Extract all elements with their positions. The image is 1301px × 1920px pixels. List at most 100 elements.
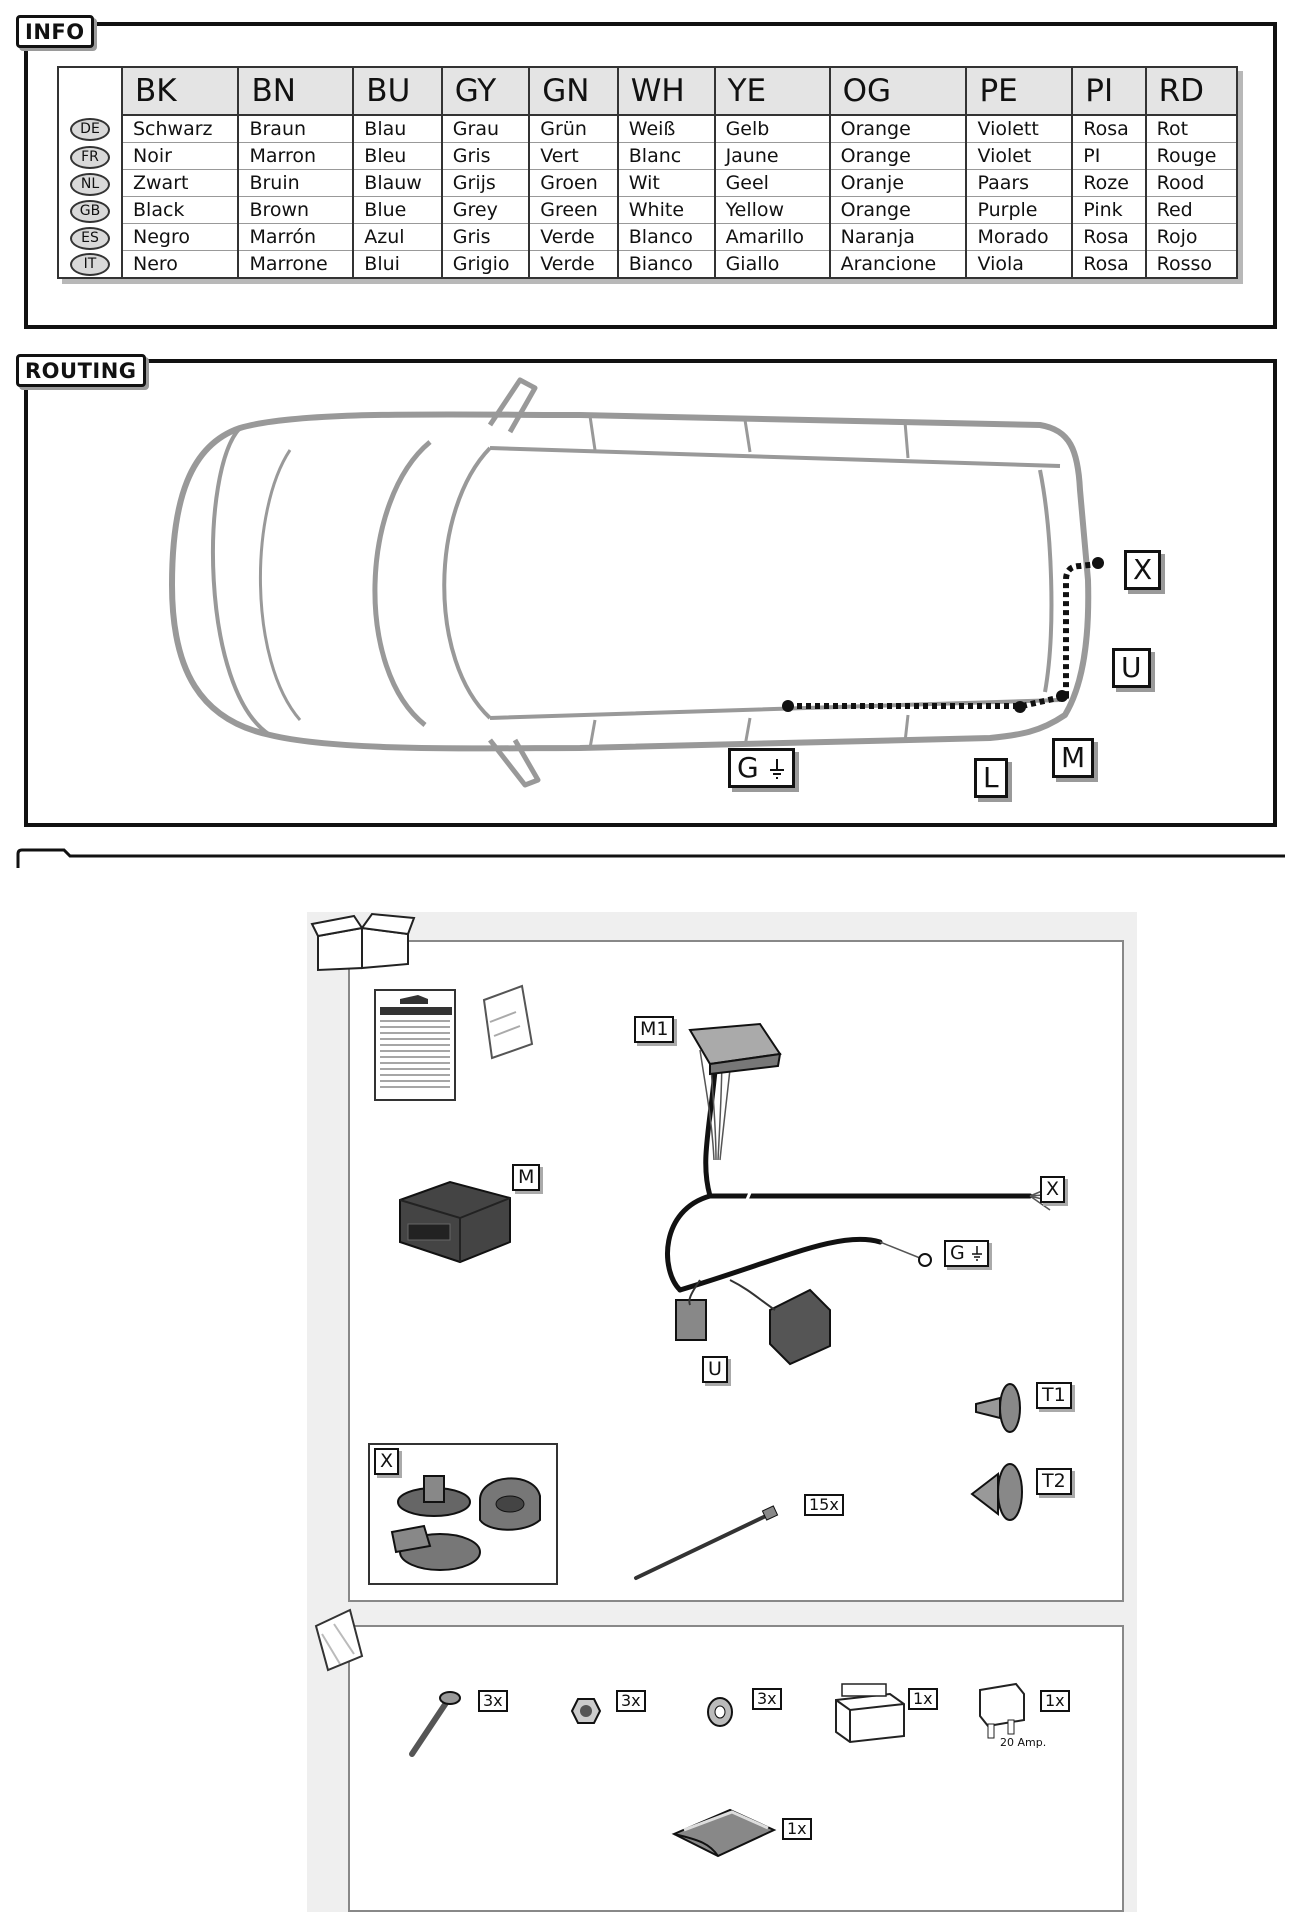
car-routing-diagram (169, 377, 1104, 788)
routing-frame (24, 359, 1277, 827)
color-name-cell: Azul (352, 223, 443, 251)
foam-pad-qty: 1x (782, 1818, 812, 1840)
color-name-cell: Arancione (828, 250, 968, 279)
color-name-cell: Purple (965, 196, 1074, 224)
bolt-icon (409, 1691, 461, 1757)
color-name-cell: Blauw (352, 169, 443, 197)
color-name-cell: Negro (120, 223, 240, 251)
routing-label-m: M (1052, 738, 1095, 778)
section-divider (16, 848, 1285, 868)
code-bk: BK (120, 66, 240, 116)
color-name-cell: Marrón (237, 223, 355, 251)
color-name-cell: Noir (120, 142, 240, 170)
color-name-cell: Rojo (1144, 223, 1239, 251)
code-ye: YE (713, 66, 831, 116)
point-g (782, 700, 794, 712)
fuse-holder-qty: 1x (908, 1688, 938, 1710)
code-og: OG (828, 66, 968, 116)
language-badge: GB (70, 199, 110, 223)
info-tag: INFO (16, 15, 94, 48)
fuse-rating: 20 Amp. (1000, 1736, 1047, 1749)
label-ground-g: G (944, 1240, 989, 1267)
roof (489, 446, 1061, 720)
grommet-t2-icon (970, 1463, 1023, 1521)
color-name-cell: Pink (1071, 196, 1147, 224)
color-name-cell: Grigio (440, 250, 531, 279)
foam-pad-icon (671, 1808, 777, 1858)
color-name-cell: Yellow (713, 196, 831, 224)
cable-tie-icon (634, 1505, 779, 1580)
color-name-cell: Vert (528, 142, 619, 170)
color-name-cell: Geel (713, 169, 831, 197)
box-icon (310, 912, 416, 972)
color-name-cell: Oranje (828, 169, 968, 197)
fuse-qty: 1x (1040, 1690, 1070, 1712)
color-name-cell: Marron (237, 142, 355, 170)
point-x (1092, 557, 1104, 569)
color-name-cell: Green (528, 196, 619, 224)
color-name-cell: White (616, 196, 716, 224)
language-cell: ES (57, 223, 123, 251)
code-rd: RD (1144, 66, 1239, 116)
fuse-icon (979, 1682, 1025, 1739)
color-name-cell: Amarillo (713, 223, 831, 251)
color-name-cell: Schwarz (120, 115, 240, 143)
language-cell: IT (57, 250, 123, 279)
color-name-cell: Bleu (352, 142, 443, 170)
code-gy: GY (440, 66, 531, 116)
color-name-cell: Rosa (1071, 115, 1147, 143)
color-name-cell: Orange (828, 115, 968, 143)
color-name-cell: Brown (237, 196, 355, 224)
control-module-icon (399, 1180, 511, 1264)
nut-qty: 3x (616, 1690, 646, 1712)
color-name-cell: Orange (828, 196, 968, 224)
routing-label-u: U (1112, 648, 1151, 688)
label-grommet-t2: T2 (1036, 1468, 1072, 1495)
table-corner (57, 66, 123, 115)
code-wh: WH (616, 66, 716, 116)
color-name-cell: Bruin (237, 169, 355, 197)
color-name-cell: Zwart (120, 169, 240, 197)
color-name-cell: Rosa (1071, 223, 1147, 251)
color-name-cell: Blue (352, 196, 443, 224)
color-name-cell: Naranja (828, 223, 968, 251)
point-l (1014, 701, 1026, 713)
color-name-cell: Rood (1144, 169, 1239, 197)
language-cell: FR (57, 142, 123, 170)
point-m (1056, 690, 1068, 702)
language-cell: NL (57, 169, 123, 197)
color-name-cell: Paars (965, 169, 1074, 197)
label-ground-g-text: G (950, 1242, 965, 1264)
front-hood (211, 426, 272, 737)
label-connector-m1: M1 (634, 1016, 675, 1043)
color-name-cell: Gris (440, 223, 531, 251)
ground-icon (769, 759, 784, 779)
code-pe: PE (965, 66, 1074, 116)
routing-label-x: X (1124, 550, 1162, 590)
windshield-inner (442, 446, 492, 720)
color-name-cell: Verde (528, 223, 619, 251)
rear-window (1038, 469, 1054, 693)
color-name-cell: Viola (965, 250, 1074, 279)
color-name-cell: Verde (528, 250, 619, 279)
tow-socket-icon (390, 1475, 541, 1571)
cable-tie-qty: 15x (804, 1494, 844, 1516)
bag-icon (314, 1608, 364, 1672)
language-badge: IT (70, 253, 110, 277)
color-name-cell: Blanco (616, 223, 716, 251)
color-name-cell: Groen (528, 169, 619, 197)
language-badge: FR (70, 145, 110, 169)
color-name-cell: Rouge (1144, 142, 1239, 170)
mirror-top (487, 377, 538, 434)
label-grommet-t1: T1 (1036, 1382, 1072, 1409)
color-name-cell: Gelb (713, 115, 831, 143)
windshield (372, 440, 432, 727)
routing-label-g-text: G (737, 751, 759, 784)
code-bn: BN (237, 66, 355, 116)
bolt-qty: 3x (478, 1690, 508, 1712)
small-parts-panel (348, 1625, 1124, 1912)
